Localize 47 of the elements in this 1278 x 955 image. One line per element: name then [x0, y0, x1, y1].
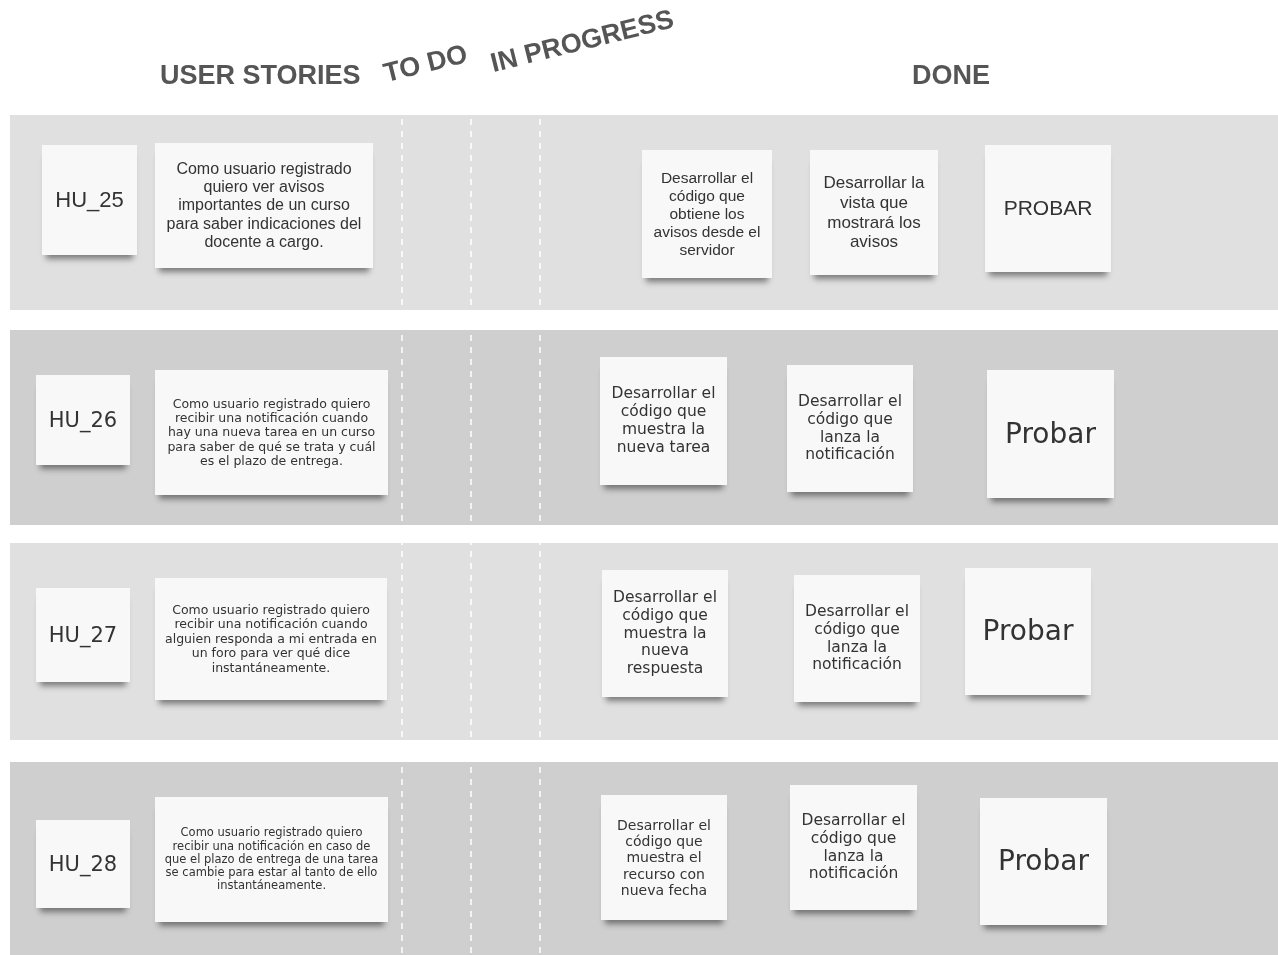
task-note [787, 365, 913, 492]
test-note [980, 798, 1107, 925]
test-note [987, 370, 1114, 498]
note-text: Como usuario registrado quiero recibir una notificación cuando hay una nueva tarea en un curso para saber de qué se trata y cuál es el plazo de entrega. [166, 396, 377, 469]
task-note [794, 575, 920, 702]
story-id-note [36, 820, 130, 908]
task-note [600, 357, 727, 485]
note-text: Probar [982, 615, 1074, 648]
note-text: Como usuario registrado quiero ver avisos importantes de un curso para saber indicaciones del docente a cargo. [165, 159, 363, 252]
task-note [602, 570, 728, 697]
note-text: Desarrollar el código que muestra la nueva respuesta [612, 588, 718, 679]
note-text: Probar [998, 845, 1089, 878]
task-note [601, 795, 727, 920]
column-heading: USER STORIES [160, 60, 361, 91]
note-text: Desarrollar el código que lanza la notificación [804, 602, 910, 675]
task-note [642, 150, 772, 278]
note-text: Como usuario registrado quiero recibir una notificación cuando alguien responda a mi entrada en un foro para ver qué dice instantáneamente. [164, 603, 378, 675]
column-heading: TO DO [380, 38, 471, 89]
note-text: Desarrollar la vista que mostrará los avisos [822, 173, 926, 252]
note-text: Como usuario registrado quiero recibir una notificación en caso de que el plazo de entrega de una tarea se cambie para estar al tanto de ello instantáneamente. [163, 826, 380, 893]
swimlane-band [10, 762, 1278, 955]
task-note [810, 150, 938, 275]
user-story-note [155, 370, 388, 495]
story-id-note [42, 145, 137, 255]
note-text: Desarrollar el código que muestra el recurso con nueva fecha [616, 817, 712, 898]
note-text: HU_27 [48, 622, 118, 648]
note-text: PROBAR [1003, 196, 1093, 221]
note-text: HU_26 [48, 407, 118, 433]
note-text: Desarrollar el código que muestra la nueva tarea [610, 385, 717, 457]
test-note [965, 568, 1091, 695]
swimlane-band [10, 115, 1278, 310]
story-id-note [36, 375, 130, 465]
user-story-note [155, 797, 388, 922]
note-text: HU_25 [55, 187, 124, 213]
column-heading: DONE [912, 60, 990, 91]
story-id-note [36, 588, 130, 682]
note-text: HU_28 [48, 851, 118, 877]
user-story-note [155, 143, 373, 268]
user-story-note [155, 578, 387, 700]
note-text: Desarrollar el código que lanza la notificación [800, 811, 907, 884]
swimlane-band [10, 330, 1278, 525]
note-text: Probar [1005, 417, 1096, 451]
note-text: Desarrollar el código que lanza la notificación [797, 392, 903, 465]
swimlane-band [10, 543, 1278, 740]
test-note [985, 145, 1111, 272]
note-text: Desarrollar el código que obtiene los avisos desde el servidor [652, 169, 762, 259]
task-note [790, 785, 917, 910]
